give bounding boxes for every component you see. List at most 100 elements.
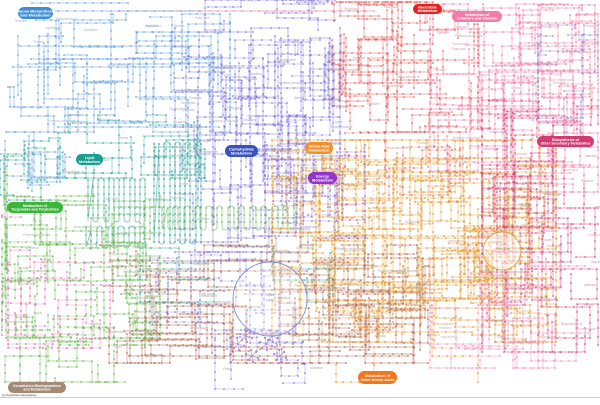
svg-text:Amino sugar: Amino sugar — [145, 197, 164, 201]
svg-text:degradation: degradation — [145, 24, 162, 28]
svg-text:Histidine: Histidine — [353, 56, 365, 60]
svg-text:cycle: cycle — [474, 254, 481, 258]
svg-text:oxidation: oxidation — [427, 333, 440, 337]
svg-text:oxidation: oxidation — [197, 217, 210, 221]
svg-text:Biosynthesis of: Biosynthesis of — [301, 243, 323, 247]
svg-text:cycle: cycle — [266, 298, 273, 302]
svg-text:Citrate: Citrate — [265, 293, 275, 297]
svg-text:Pentose phosphate: Pentose phosphate — [176, 89, 204, 93]
svg-text:Fatty acid: Fatty acid — [195, 16, 209, 20]
svg-text:synthesis: synthesis — [84, 28, 98, 32]
svg-text:Purine: Purine — [223, 367, 232, 371]
svg-text:cycle: cycle — [521, 223, 528, 227]
svg-text:metabolism: metabolism — [273, 249, 290, 253]
svg-text:Biosynthesis of: Biosynthesis of — [539, 335, 561, 339]
svg-text:Glycerolipid: Glycerolipid — [182, 145, 199, 149]
svg-text:Glycolysis: Glycolysis — [408, 285, 423, 289]
svg-text:Amino Acid: Amino Acid — [309, 144, 331, 148]
svg-text:Steroid: Steroid — [437, 31, 447, 35]
svg-text:pathway: pathway — [336, 105, 348, 109]
svg-text:oxidation: oxidation — [310, 366, 323, 370]
svg-text:Phenylalanine: Phenylalanine — [413, 291, 433, 295]
svg-text:Pyruvate: Pyruvate — [133, 245, 146, 249]
svg-text:Lipid: Lipid — [85, 156, 95, 160]
svg-text:oxidation: oxidation — [89, 322, 102, 326]
svg-text:Nucleotide: Nucleotide — [418, 5, 436, 9]
svg-text:Steroid: Steroid — [511, 86, 521, 90]
svg-text:degradation: degradation — [247, 114, 264, 118]
svg-text:Glycerolipid: Glycerolipid — [110, 252, 127, 256]
svg-text:Amino sugar: Amino sugar — [544, 192, 563, 196]
svg-text:Amino sugar: Amino sugar — [64, 113, 83, 117]
svg-text:metabolism: metabolism — [293, 142, 310, 146]
svg-text:Metabolism of: Metabolism of — [465, 13, 490, 17]
svg-text:Xenobiotics Biodegradation: Xenobiotics Biodegradation — [13, 384, 61, 388]
svg-text:metabolism: metabolism — [448, 239, 465, 243]
svg-text:pathway: pathway — [585, 154, 597, 158]
svg-text:synthesis: synthesis — [261, 148, 275, 152]
svg-text:Metabolism: Metabolism — [79, 160, 101, 164]
svg-text:Energy: Energy — [316, 174, 330, 178]
svg-text:Pentose phosphate: Pentose phosphate — [378, 269, 406, 273]
svg-text:Biosynthesis of: Biosynthesis of — [561, 322, 583, 326]
svg-text:cycle: cycle — [114, 345, 121, 349]
svg-text:oxidation: oxidation — [514, 270, 527, 274]
svg-text:oxidation: oxidation — [456, 25, 469, 29]
svg-text:Glycerolipid: Glycerolipid — [561, 168, 578, 172]
svg-text:cycle: cycle — [215, 31, 222, 35]
svg-text:Histidine: Histidine — [245, 77, 257, 81]
svg-text:Glycolysis: Glycolysis — [181, 312, 196, 316]
svg-text:Biosynthesis of: Biosynthesis of — [534, 297, 556, 301]
svg-text:Metabolism of: Metabolism of — [365, 374, 391, 378]
svg-text:metabolism: metabolism — [483, 147, 500, 151]
svg-text:Biosynthesis of: Biosynthesis of — [108, 63, 130, 67]
svg-text:Purine: Purine — [34, 40, 43, 44]
svg-text:Biosynthesis of: Biosynthesis of — [552, 138, 580, 142]
svg-text:degradation: degradation — [539, 229, 556, 233]
svg-text:Fatty acid: Fatty acid — [185, 88, 199, 92]
svg-text:Purine: Purine — [497, 335, 506, 339]
svg-text:cycle: cycle — [483, 73, 490, 77]
svg-text:metabolism: metabolism — [490, 130, 507, 134]
svg-text:Biosynthesis of: Biosynthesis of — [135, 310, 157, 314]
svg-text:degradation: degradation — [71, 120, 88, 124]
svg-text:Steroid: Steroid — [294, 96, 304, 100]
svg-text:degradation: degradation — [327, 264, 344, 268]
svg-text:Pyruvate: Pyruvate — [89, 44, 102, 48]
svg-text:synthesis: synthesis — [347, 68, 361, 72]
svg-text:Pyruvate: Pyruvate — [553, 81, 566, 85]
svg-text:degradation: degradation — [316, 263, 333, 267]
svg-text:Pyruvate: Pyruvate — [298, 338, 311, 342]
svg-text:Biosynthesis of: Biosynthesis of — [369, 174, 391, 178]
svg-text:Fatty acid: Fatty acid — [199, 292, 213, 296]
svg-text:Glycerolipid: Glycerolipid — [452, 42, 469, 46]
svg-text:Metabolism: Metabolism — [231, 151, 253, 155]
svg-text:oxidation: oxidation — [342, 282, 355, 286]
svg-text:Pentose phosphate: Pentose phosphate — [336, 247, 364, 251]
svg-text:pathway: pathway — [222, 64, 234, 68]
svg-text:(c) Kanehisa Laboratories: (c) Kanehisa Laboratories — [2, 393, 37, 397]
svg-text:Fatty acid: Fatty acid — [104, 197, 118, 201]
svg-text:Amino sugar: Amino sugar — [296, 246, 315, 250]
svg-text:Purine: Purine — [287, 186, 296, 190]
svg-text:Fatty acid: Fatty acid — [480, 292, 494, 296]
svg-text:metabolism: metabolism — [354, 174, 371, 178]
svg-text:Phenylalanine: Phenylalanine — [110, 244, 130, 248]
svg-text:Glycolysis: Glycolysis — [490, 274, 505, 278]
svg-text:Pentose phosphate: Pentose phosphate — [48, 119, 76, 123]
svg-text:degradation: degradation — [284, 171, 301, 175]
svg-text:Metabolism: Metabolism — [418, 9, 438, 13]
svg-text:Pentose phosphate: Pentose phosphate — [23, 233, 51, 237]
svg-text:Metabolism: Metabolism — [309, 148, 331, 152]
svg-text:Pyruvate: Pyruvate — [416, 141, 429, 145]
svg-text:Glycolysis: Glycolysis — [344, 7, 359, 11]
svg-text:Purine: Purine — [179, 182, 188, 186]
svg-text:Amino sugar: Amino sugar — [213, 300, 232, 304]
svg-text:and Metabolism: and Metabolism — [23, 388, 50, 392]
svg-text:pathway: pathway — [374, 334, 386, 338]
svg-text:Purine: Purine — [584, 303, 593, 307]
svg-text:degradation: degradation — [591, 260, 600, 264]
svg-text:Fatty acid: Fatty acid — [170, 196, 184, 200]
svg-text:Fatty acid: Fatty acid — [349, 335, 363, 339]
svg-text:Steroid: Steroid — [377, 290, 387, 294]
